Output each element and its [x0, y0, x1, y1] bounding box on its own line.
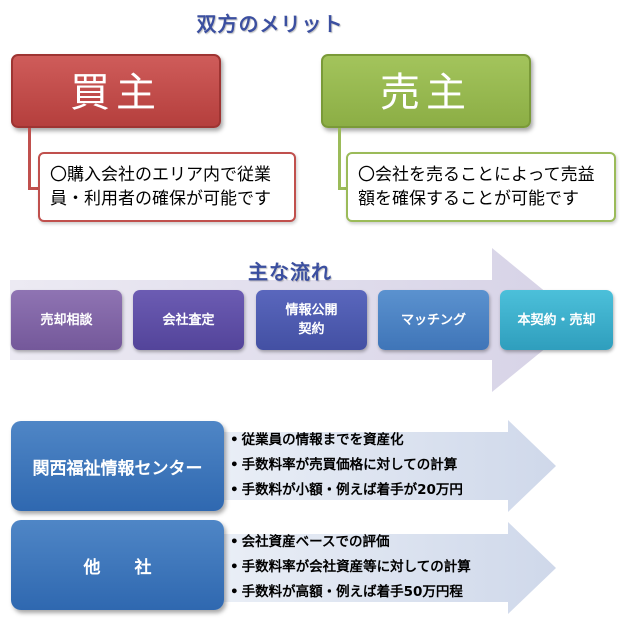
- seller-heading: 売主: [321, 54, 531, 128]
- seller-connector: [338, 128, 352, 190]
- flow-step-valuation: 会社査定: [133, 290, 244, 350]
- kansai-company-box: 関西福祉情報センター: [11, 421, 224, 511]
- flow-step-consultation: 売却相談: [11, 290, 122, 350]
- buyer-heading: 買主: [11, 54, 221, 128]
- list-item: 手数料率が会社資産等に対しての計算: [230, 555, 515, 580]
- list-item: 手数料が小額・例えば着手が20万円: [230, 478, 510, 503]
- list-item: 従業員の情報までを資産化: [230, 428, 510, 453]
- kansai-points: 従業員の情報までを資産化 手数料率が売買価格に対しての計算 手数料が小額・例えば…: [230, 428, 510, 503]
- buyer-connector: [28, 128, 42, 190]
- flow-step-disclosure: 情報公開契約: [256, 290, 367, 350]
- list-item: 手数料が高額・例えば着手50万円程: [230, 580, 515, 605]
- flow-step-matching: マッチング: [378, 290, 489, 350]
- flow-title: 主な流れ: [248, 260, 332, 284]
- other-company-box: 他社: [11, 520, 224, 610]
- seller-merit-box: 〇会社を売ることによって売益額を確保することが可能です: [346, 152, 616, 222]
- buyer-merit-box: 〇購入会社のエリア内で従業員・利用者の確保が可能です: [38, 152, 296, 222]
- merit-title: 双方のメリット: [196, 12, 344, 36]
- list-item: 手数料率が売買価格に対しての計算: [230, 453, 510, 478]
- flow-step-final-contract: 本契約・売却: [500, 290, 613, 350]
- other-points: 会社資産ベースでの評価 手数料率が会社資産等に対しての計算 手数料が高額・例えば…: [230, 530, 515, 605]
- list-item: 会社資産ベースでの評価: [230, 530, 515, 555]
